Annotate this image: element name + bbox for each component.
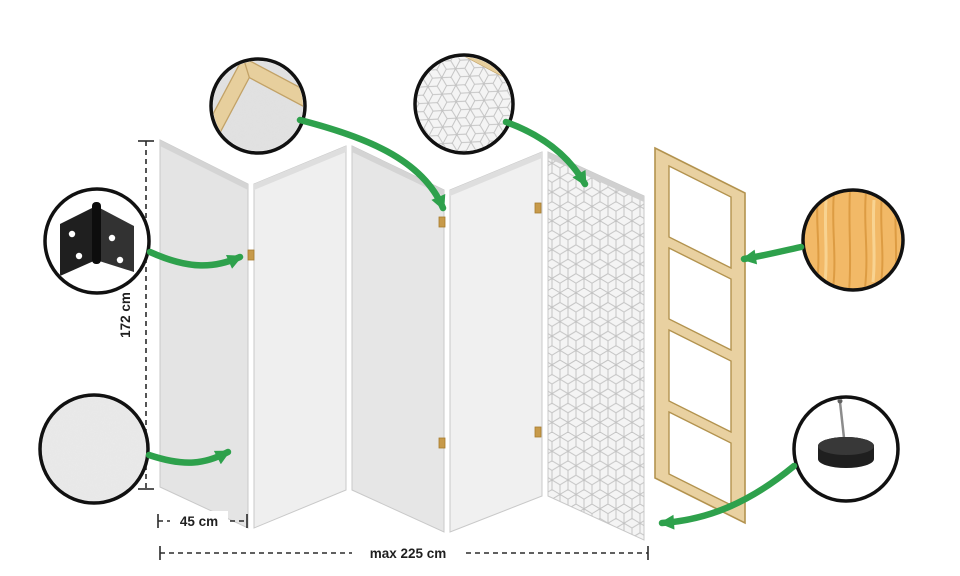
wood-texture-callout: [801, 188, 905, 292]
foot-icon: [818, 399, 874, 468]
label-backing: [352, 543, 464, 562]
panel-top-edge: [254, 146, 346, 190]
panel-top-edge: [450, 152, 542, 196]
panel-width-label: 45 cm: [180, 514, 218, 529]
folding-screen: [159, 139, 645, 541]
wooden-frame: [654, 146, 746, 525]
panel-top-edge: [352, 146, 444, 196]
hinge-callout: [43, 187, 151, 295]
canvas-texture-callout: [38, 393, 150, 505]
arrow-wood-to-frame: [740, 243, 805, 265]
frame-window: [668, 328, 732, 434]
arrow-pattern-to-panel: [502, 118, 589, 188]
pattern-corner-icon: [417, 57, 511, 151]
arrows: [145, 116, 805, 530]
frame-window: [668, 164, 732, 270]
arrow-hinge-to-fold: [146, 248, 244, 269]
hinge-icon: [60, 202, 134, 276]
hinge-dot: [534, 202, 542, 214]
hinge-dot: [438, 216, 446, 228]
panel-1: [159, 139, 249, 529]
label-backing: [170, 511, 228, 530]
pattern-corner-callout: [413, 53, 515, 155]
foot-callout: [792, 395, 900, 503]
hinge-dot: [438, 437, 446, 449]
hinge-dot: [247, 249, 255, 261]
hinge-dots: [247, 202, 542, 449]
height-label: 172 cm: [118, 292, 133, 338]
panel-top-edge: [160, 140, 248, 190]
panel-2: [253, 145, 347, 529]
hinge-dot: [534, 426, 542, 438]
panel-3: [351, 145, 445, 533]
panel-width-dimension: [157, 514, 248, 528]
arrow-canvas-to-panel: [145, 448, 232, 466]
patterned-panel: [547, 151, 645, 541]
panel-4: [449, 151, 543, 533]
arrow-foot-to-base: [658, 462, 798, 530]
arrow-corner-to-fold: [296, 116, 447, 212]
max-width-label: max 225 cm: [370, 546, 447, 561]
frame-window: [668, 246, 732, 352]
canvas-texture-icon: [42, 397, 146, 501]
